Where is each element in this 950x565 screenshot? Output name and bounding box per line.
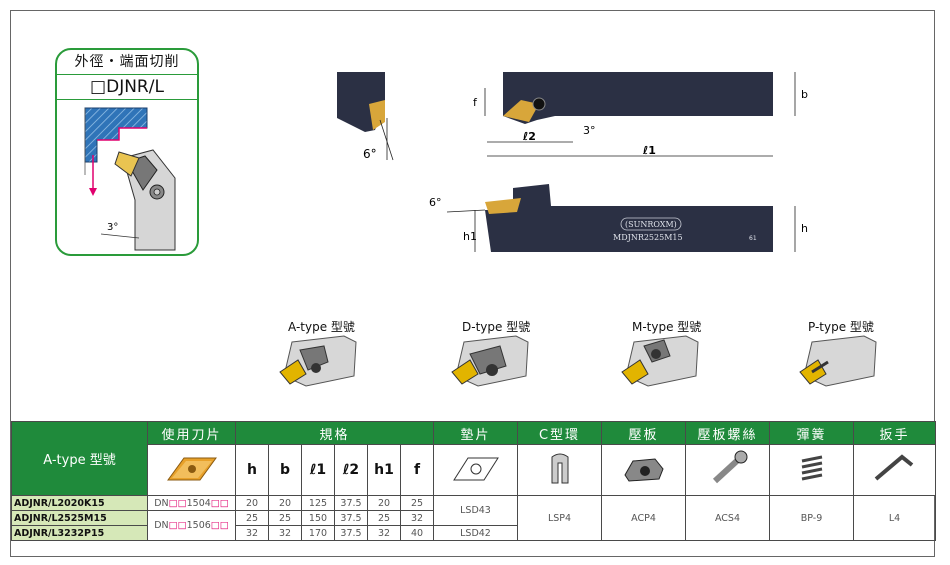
b-cell: 32 (268, 525, 302, 541)
type-a-label: A-type 型號 (288, 320, 355, 334)
clamp-header: 壓板 (601, 421, 686, 445)
shim-header: 墊片 (433, 421, 518, 445)
screw-icon (712, 450, 747, 483)
col-h-header: h (235, 444, 269, 496)
l2-cell: 37.5 (334, 510, 368, 526)
model-mark: MDJNR2525M15 (613, 233, 683, 242)
shim-icon (452, 457, 499, 480)
table-row: ADJNR/L2525M15 DN□□1506□□ 25 25 150 37.5… (11, 510, 936, 541)
c-ring-icon (551, 453, 568, 483)
clamp-image-cell (601, 444, 686, 496)
type-a-tool-image (279, 335, 357, 387)
wrench-code: L4 (853, 495, 936, 541)
clamp-icon (623, 457, 664, 482)
type-m-label: M-type 型號 (632, 320, 702, 334)
top-view-insert (503, 100, 539, 122)
badge-code: □DJNR/L (57, 75, 197, 100)
spring-icon (801, 455, 822, 480)
clamp-code: ACP4 (601, 495, 686, 541)
b-cell: 25 (268, 510, 302, 526)
insert-code-cell: DN□□1506□□ (147, 510, 236, 541)
type-p-label: P-type 型號 (808, 320, 874, 334)
insert-icon (166, 457, 217, 480)
dim-b-label: b (801, 88, 808, 101)
h1-cell: 20 (367, 495, 401, 511)
spring-code: BP-9 (769, 495, 854, 541)
f-cell: 32 (400, 510, 434, 526)
type-m-tool-image (621, 335, 699, 387)
h-cell: 25 (235, 510, 269, 526)
clamp-screw-code: ACS4 (685, 495, 770, 541)
c-ring-image-cell (517, 444, 602, 496)
spring-image-cell (769, 444, 854, 496)
wrench-image-cell (853, 444, 936, 496)
dim-l2-label: ℓ2 (522, 130, 536, 143)
dim-h1-label: h1 (463, 230, 477, 243)
page-frame (10, 10, 935, 557)
machining-diagram: 3° (84, 107, 176, 251)
col-f-header: f (400, 444, 434, 496)
type-d-label: D-type 型號 (462, 320, 531, 334)
type-model-header: A-type 型號 (11, 421, 148, 496)
h-cell: 20 (235, 495, 269, 511)
wrench-icon (874, 453, 913, 481)
clamp-screw-image-cell (685, 444, 770, 496)
insert-header: 使用刀片 (147, 421, 236, 445)
spec-header: 規格 (235, 421, 434, 445)
f-cell: 25 (400, 495, 434, 511)
side-view-insert (485, 198, 521, 214)
l2-cell: 37.5 (334, 525, 368, 541)
l1-cell: 125 (301, 495, 335, 511)
side-view-angle: 6° (429, 196, 442, 209)
brand-mark: (SUNROXM) (625, 220, 677, 229)
top-view-angle: 3° (583, 124, 596, 137)
shim-code-2: LSD42 (433, 525, 518, 541)
shim-image-cell (433, 444, 518, 496)
spec-table: A-type 型號 使用刀片 規格 墊片 C型環 壓板 壓板螺絲 彈簧 扳手 h… (11, 421, 936, 541)
tool-type-badge: 外徑・端面切削 □DJNR/L 3° (55, 48, 199, 256)
dim-h-label: h (801, 222, 808, 235)
model-cell: ADJNR/L3232P15 (11, 525, 148, 541)
top-view-body (503, 72, 773, 124)
insert-code-cell: DN□□1504□□ (147, 495, 236, 511)
type-d-tool-image (451, 335, 529, 387)
clamp-screw-header: 壓板螺絲 (685, 421, 770, 445)
end-view-angle: 6° (363, 147, 377, 161)
col-h1-header: h1 (367, 444, 401, 496)
h1-cell: 32 (367, 525, 401, 541)
c-ring-header: C型環 (517, 421, 602, 445)
b-cell: 20 (268, 495, 302, 511)
l1-cell: 170 (301, 525, 335, 541)
col-b-header: b (268, 444, 302, 496)
table-row: ADJNR/L2020K15 DN□□1504□□ 20 20 125 37.5… (11, 495, 936, 541)
col-l1-header: ℓ1 (301, 444, 335, 496)
model-cell: ADJNR/L2525M15 (11, 510, 148, 526)
c-ring-code: LSP4 (517, 495, 602, 541)
shim-code-1: LSD43 (433, 495, 518, 526)
badge-title: 外徑・端面切削 (57, 50, 197, 75)
col-l2-header: ℓ2 (334, 444, 368, 496)
f-cell: 40 (400, 525, 434, 541)
wrench-header: 扳手 (853, 421, 936, 445)
mark-number: 61 (749, 235, 757, 242)
l1-cell: 150 (301, 510, 335, 526)
l2-cell: 37.5 (334, 495, 368, 511)
h1-cell: 25 (367, 510, 401, 526)
h-cell: 32 (235, 525, 269, 541)
spring-header: 彈簧 (769, 421, 854, 445)
dim-f-label: f (473, 96, 478, 109)
table-row: ADJNR/L3232P15 32 32 170 37.5 32 40 LSD4… (11, 525, 936, 541)
dim-l1-label: ℓ1 (642, 144, 656, 157)
insert-image-cell (147, 444, 236, 496)
dimension-drawings: 6° f b ℓ2 ℓ1 3° (SUNROXM) MDJNR2525M15 6… (337, 72, 808, 252)
type-p-tool-image (799, 335, 877, 387)
badge-angle-label: 3° (107, 222, 118, 233)
model-cell: ADJNR/L2020K15 (11, 495, 148, 511)
